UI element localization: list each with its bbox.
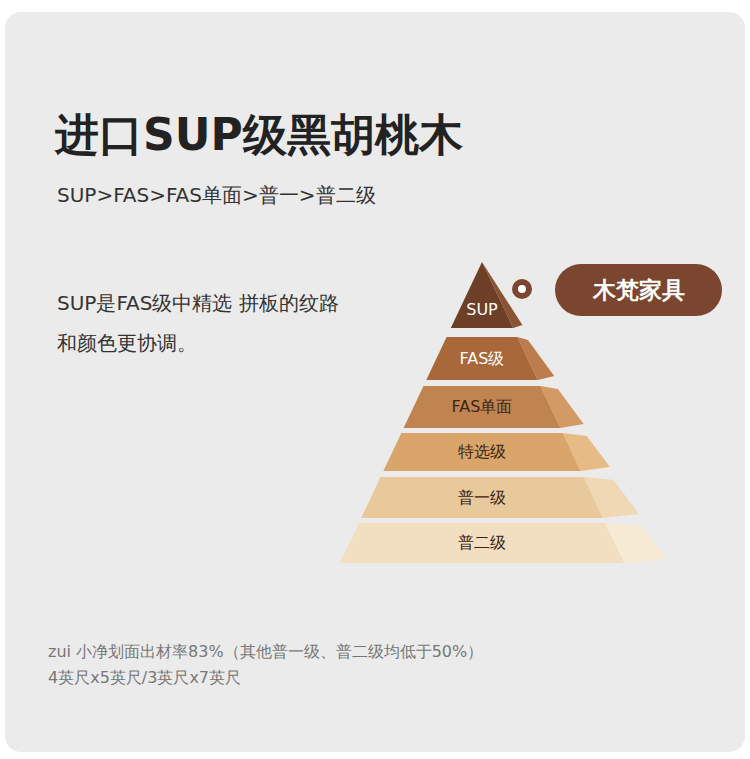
pyramid-tier: 普二级	[337, 523, 669, 563]
tier-name: SUP	[466, 300, 498, 320]
tier-name: 普二级	[458, 533, 506, 553]
pyramid-tier: 特选级	[381, 433, 612, 471]
pyramid-tier: SUP	[448, 262, 525, 328]
title: 进口SUP级黑胡桃木	[55, 108, 463, 162]
brand-name: 木梵家具	[593, 276, 685, 304]
tier-name: 特选级	[458, 442, 506, 462]
pyramid-tier: FAS级	[424, 337, 557, 380]
brand-pill: 木梵家具	[555, 264, 722, 316]
note-size: 4英尺x5英尺/3英尺x7英尺	[48, 666, 241, 690]
marker-dot	[512, 279, 532, 299]
pyramid-tier: 普一级	[359, 477, 641, 518]
tier-name: 普一级	[458, 488, 506, 508]
description: SUP是FAS级中精选 拼板的纹路和颜色更协调。	[57, 283, 357, 363]
grade-order: SUP>FAS>FAS单面>普一>普二级	[57, 182, 376, 208]
pyramid-tier: FAS单面	[401, 386, 586, 428]
tier-name: FAS级	[460, 349, 505, 369]
tier-name: FAS单面	[452, 397, 513, 417]
marker-dot-center	[518, 285, 526, 293]
note-yield: zui 小净划面出材率83%（其他普一级、普二级均低于50%）	[48, 640, 483, 664]
